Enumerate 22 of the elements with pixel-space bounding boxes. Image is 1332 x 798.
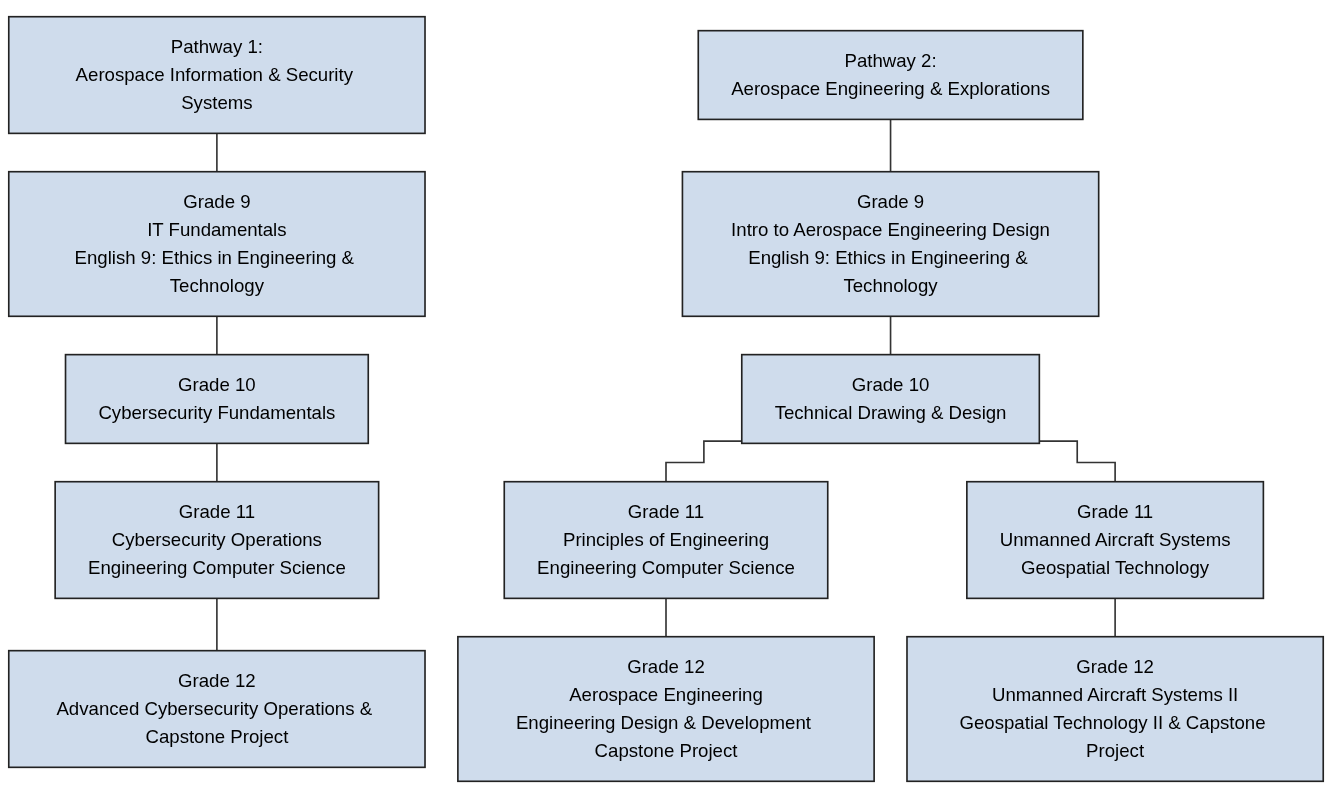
- node-box: Grade 11 Principles of Engineering Engineering Computer Science: [503, 480, 829, 600]
- node-box: Grade 12 Aerospace Engineering Engineering Design & Development Capstone Project: [457, 635, 875, 783]
- node-box: Grade 12 Advanced Cybersecurity Operations & Capstone Project: [7, 649, 426, 769]
- connector: [889, 315, 892, 356]
- node-box: Pathway 2: Aerospace Engineering & Explorations: [697, 29, 1084, 121]
- connector: [665, 597, 667, 638]
- connector: [216, 597, 218, 652]
- node-box: Grade 11 Unmanned Aircraft Systems Geospatial Technology: [966, 480, 1265, 600]
- node-box: Grade 9 Intro to Aerospace Engineering Design English 9: Ethics in Engineering & Technology: [681, 170, 1100, 318]
- connector: [889, 118, 892, 173]
- node-box: Grade 11 Cybersecurity Operations Engineering Computer Science: [54, 480, 380, 600]
- node-box: Grade 9 IT Fundamentals English 9: Ethics in Engineering & Technology: [7, 170, 426, 318]
- connector: [1038, 440, 1116, 483]
- connector: [216, 315, 218, 356]
- connector: [665, 440, 743, 483]
- connector: [216, 132, 218, 173]
- node-box: Grade 10 Technical Drawing & Design: [740, 353, 1041, 445]
- connector: [1114, 597, 1116, 638]
- node-box: Pathway 1: Aerospace Information & Security Systems: [7, 15, 426, 135]
- node-box: Grade 10 Cybersecurity Fundamentals: [64, 353, 370, 445]
- node-box: Grade 12 Unmanned Aircraft Systems II Geospatial Technology II & Capstone Project: [906, 635, 1325, 783]
- connector: [216, 442, 218, 483]
